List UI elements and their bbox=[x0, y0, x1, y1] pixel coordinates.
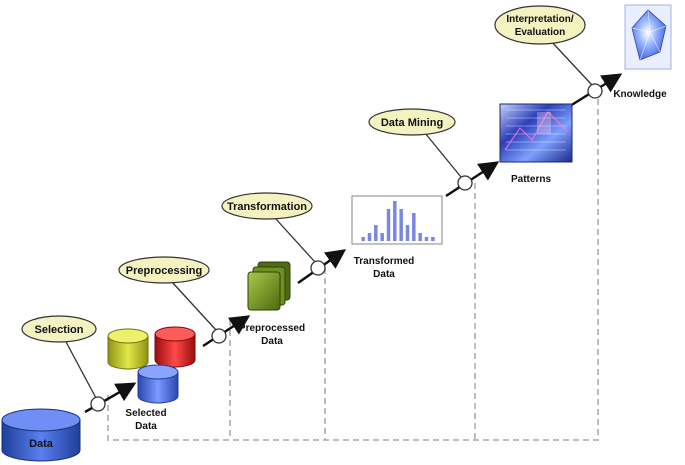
step-label-preprocessing: Preprocessing bbox=[126, 265, 202, 277]
step-label-transformation: Transformation bbox=[227, 201, 307, 213]
connector-data-mining bbox=[424, 132, 462, 178]
transformed-data-chart bbox=[351, 195, 443, 245]
junction-circles bbox=[90, 83, 603, 412]
histogram-bar-1 bbox=[361, 237, 365, 241]
step-labels: Selection Preprocessing Transformation D… bbox=[35, 14, 574, 336]
connector-selection bbox=[64, 339, 97, 399]
junction-interpretation bbox=[587, 83, 603, 99]
preprocessed-data-icon bbox=[247, 261, 291, 311]
step-label-data-mining: Data Mining bbox=[381, 117, 443, 129]
histogram-bar-7 bbox=[399, 209, 403, 241]
junction-preprocessing bbox=[211, 328, 227, 344]
feedback-loop bbox=[107, 92, 599, 441]
callout-preprocessing bbox=[118, 256, 210, 284]
junction-transformation bbox=[310, 260, 326, 276]
histogram-bars bbox=[361, 201, 435, 241]
stage-label-transformed-line1: Transformed bbox=[354, 256, 415, 267]
stage-label-preprocessed-line2: Data bbox=[261, 336, 283, 347]
connector-preprocessing bbox=[171, 281, 217, 331]
histogram-bar-11 bbox=[424, 237, 429, 241]
knowledge-image bbox=[624, 4, 672, 70]
connector-transformation bbox=[274, 217, 316, 263]
histogram-bar-6 bbox=[393, 201, 397, 241]
histogram-bar-5 bbox=[386, 209, 391, 241]
junction-selection bbox=[90, 396, 106, 412]
histogram-bar-12 bbox=[431, 237, 435, 241]
patterns-image bbox=[499, 103, 573, 163]
histogram-bar-3 bbox=[374, 225, 378, 241]
blue-cylinder-icon bbox=[137, 364, 179, 404]
stage-label-transformed-line2: Data bbox=[373, 269, 395, 280]
connector-interpretation bbox=[549, 39, 593, 86]
callout-transformation bbox=[221, 192, 313, 220]
step-callouts bbox=[21, 5, 586, 343]
stage-label-knowledge: Knowledge bbox=[613, 89, 667, 100]
stage-label-data: Data bbox=[29, 438, 54, 450]
feedback-main-line bbox=[107, 92, 599, 441]
step-label-interpretation-line2: Evaluation bbox=[515, 27, 566, 38]
step-label-interpretation-line1: Interpretation/ bbox=[506, 14, 573, 25]
callout-interpretation bbox=[494, 5, 586, 45]
callout-data-mining bbox=[368, 108, 456, 136]
histogram-bar-9 bbox=[412, 213, 416, 241]
junction-data-mining bbox=[457, 175, 473, 191]
database-icon bbox=[1, 408, 81, 462]
stage-label-selected-line2: Data bbox=[135, 421, 157, 432]
step-label-selection: Selection bbox=[35, 324, 84, 336]
stage-label-selected-line1: Selected bbox=[125, 408, 166, 419]
callout-connectors bbox=[64, 39, 593, 399]
histogram-bar-8 bbox=[405, 225, 410, 241]
selected-data-icon bbox=[107, 326, 196, 404]
histogram-bar-4 bbox=[380, 233, 384, 241]
red-cylinder-icon bbox=[154, 326, 196, 368]
stage-label-preprocessed-line1: Preprocessed bbox=[239, 323, 305, 334]
histogram-frame bbox=[351, 195, 443, 245]
histogram-bar-2 bbox=[367, 233, 372, 241]
stage-label-patterns: Patterns bbox=[511, 174, 551, 185]
callout-selection bbox=[21, 315, 97, 343]
histogram-bar-10 bbox=[418, 233, 422, 241]
yellow-cylinder-icon bbox=[107, 328, 149, 370]
